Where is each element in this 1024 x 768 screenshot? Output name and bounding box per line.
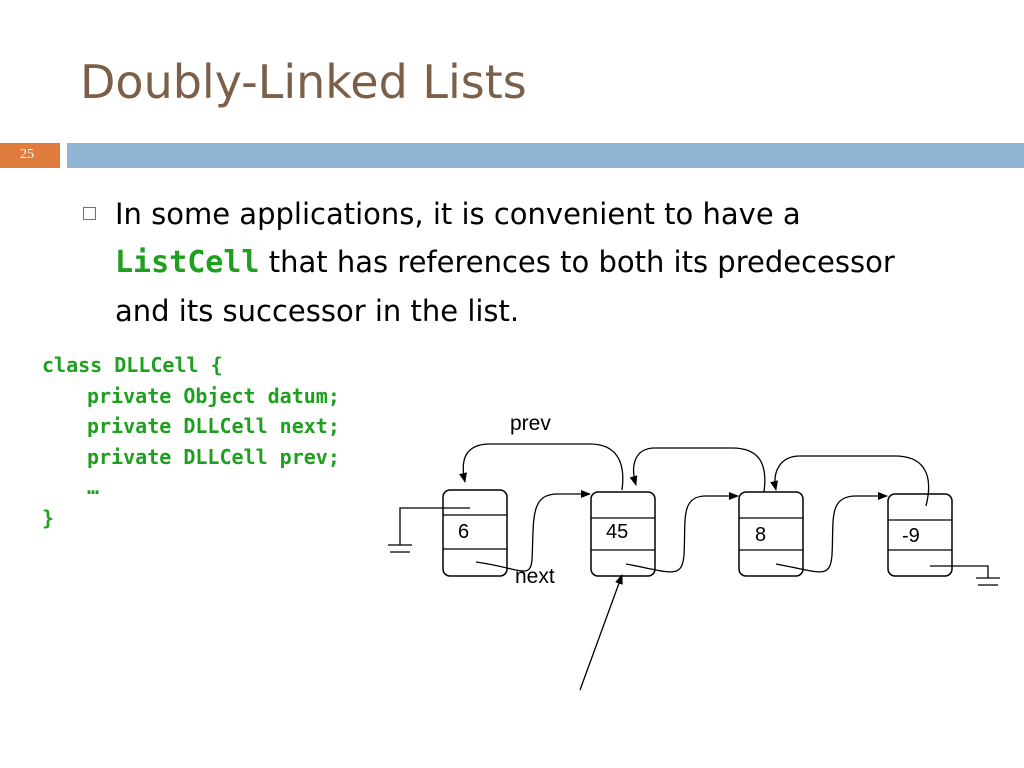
bullet-text-part1: In some applications, it is convenient t… xyxy=(115,197,801,231)
code-block: class DLLCell { private Object datum; priv… xyxy=(42,350,340,533)
cell-value: 45 xyxy=(606,521,628,543)
external-pointer-arrow xyxy=(579,574,623,691)
code-line: private DLLCell next; xyxy=(87,414,340,438)
list-cell-1: 6 xyxy=(442,489,508,577)
cell-value: 8 xyxy=(755,524,766,546)
code-line: private Object datum; xyxy=(87,383,340,408)
cell-value: -9 xyxy=(902,525,920,547)
bullet-text-part2: that has references to both its predeces… xyxy=(115,245,895,328)
prev-pointer-arrows xyxy=(459,443,930,507)
list-cell-3: 8 xyxy=(738,491,804,577)
header-bar xyxy=(67,143,1024,168)
slide-number: 25 xyxy=(20,147,34,162)
bullet-code-term: ListCell xyxy=(115,245,260,280)
null-ground-left-icon xyxy=(388,507,470,553)
slide-number-box xyxy=(0,143,60,168)
code-line: … xyxy=(87,475,100,499)
list-cell-4: -9 xyxy=(887,493,953,577)
code-line: } xyxy=(42,505,55,530)
bullet-text: In some applications, it is convenient t… xyxy=(115,190,895,335)
slide-title: Doubly-Linked Lists xyxy=(80,55,527,109)
code-line: private DLLCell prev; xyxy=(87,444,340,469)
next-pointer-arrows xyxy=(475,490,888,573)
null-ground-right-icon xyxy=(930,565,1000,586)
cell-value: 6 xyxy=(458,521,469,543)
next-label: next xyxy=(515,565,555,588)
prev-label: prev xyxy=(510,412,551,435)
bullet-square-icon xyxy=(83,207,96,220)
list-cell-2: 45 xyxy=(590,491,656,577)
code-line: class DLLCell { xyxy=(42,353,223,377)
